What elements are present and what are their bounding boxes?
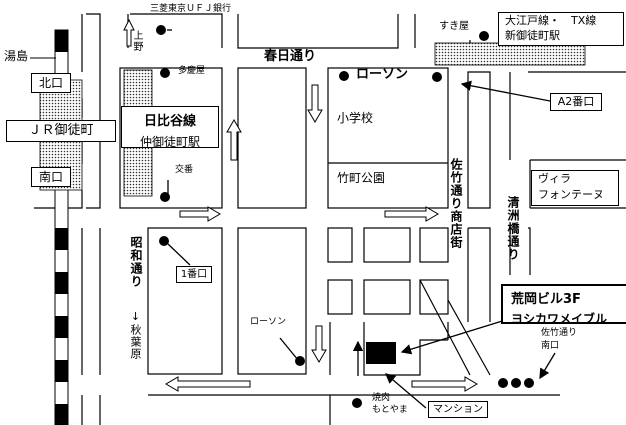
- shin-okachimachi-label: 新御徒町駅: [505, 29, 560, 42]
- koban-label: 交番: [175, 165, 194, 175]
- city-blocks: [34, 13, 626, 425]
- naka-okachimachi-label: 仲御徒町駅: [139, 135, 200, 149]
- lawson-bottom-label: ローソン: [250, 317, 287, 327]
- to-ueno-label: 上野: [131, 30, 142, 52]
- oedo-line-box: 大江戸線・ TX線 新御徒町駅: [498, 12, 624, 46]
- kitaguchi-label: 北口: [31, 73, 71, 93]
- destination-line2: ヨシカワメイブル: [511, 312, 608, 326]
- takemachi-park-label: 竹町公園: [337, 171, 386, 185]
- tatoya-label: 多慶屋: [178, 66, 206, 76]
- oedo-line-platform: [434, 42, 586, 66]
- minamiguchi-label: 南口: [31, 167, 71, 187]
- destination-building: [366, 342, 396, 364]
- yakiniku-label: 焼肉 もとやま: [372, 393, 408, 415]
- jr-okachimachi-label: ＪＲ御徒町: [6, 120, 116, 142]
- kiyosubashi-street-label: 清洲橋通り: [506, 196, 520, 261]
- mufg-label: 三菱東京ＵＦＪ銀行: [150, 4, 232, 14]
- lawson-top-label: ローソン: [356, 67, 409, 82]
- showa-street-label: 昭和通り: [129, 236, 143, 288]
- kasuga-street-label: 春日通り: [264, 49, 317, 64]
- hibiya-line-label: 日比谷線: [143, 114, 196, 129]
- pointer-arrows: [167, 29, 556, 409]
- landmark-dots: [156, 25, 534, 408]
- mansion-label: マンション: [428, 401, 488, 418]
- exit1-label: 1番口: [176, 266, 212, 283]
- sukiya-label: すき屋: [439, 21, 469, 32]
- elementary-school-label: 小学校: [337, 111, 374, 125]
- satake-south-exit-label: 佐竹通り 南口: [541, 328, 578, 351]
- one-way-arrows: [123, 18, 478, 392]
- a2-exit-label: A2番口: [550, 93, 602, 111]
- villa-fontaine-label: ヴィラ フォンテーヌ: [531, 170, 619, 206]
- satake-shotengai-label: 佐竹通り商店街: [449, 158, 463, 249]
- yushima-label: 湯島: [4, 49, 29, 63]
- destination-box: 荒岡ビル3F ヨシカワメイブル: [501, 284, 626, 326]
- oedo-line-label: 大江戸線・ TX線: [505, 14, 597, 27]
- destination-line1: 荒岡ビル3F: [511, 292, 581, 307]
- to-akihabara-label: ↓秋葉原: [129, 310, 142, 360]
- hibiya-line-box: 日比谷線 仲御徒町駅: [121, 106, 219, 149]
